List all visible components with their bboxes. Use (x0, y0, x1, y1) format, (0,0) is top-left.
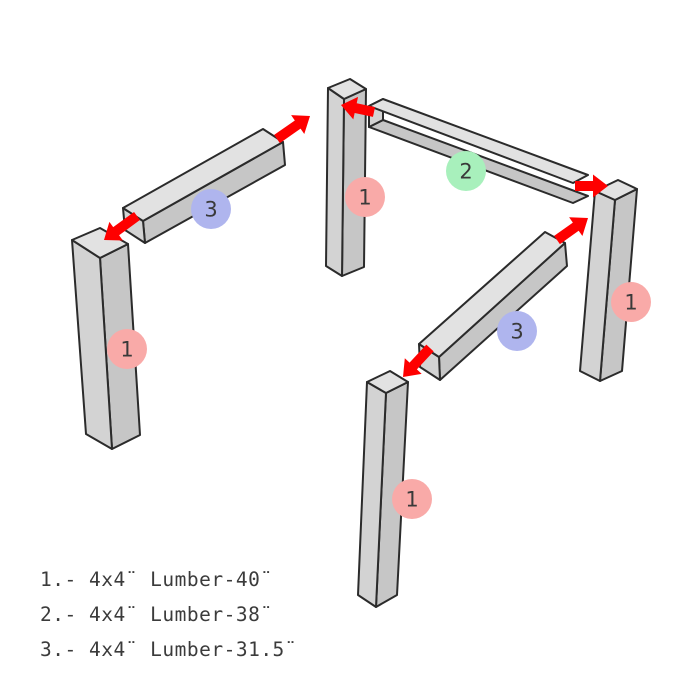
badge-circle (392, 479, 432, 519)
lumber-face-top (368, 98, 589, 184)
lumber-face-top (327, 78, 367, 100)
arrow-arrow-beam3b-right-to-post-right (554, 217, 588, 245)
arrow-head-icon (104, 211, 140, 241)
lumber-piece-post-bottom (357, 370, 409, 608)
badge-circle (497, 311, 537, 351)
badge-post-left: 1 (107, 329, 147, 369)
assembly-arrows-layer (104, 96, 608, 377)
legend-item-3: 3.- 4x4¨ Lumber-31.5¨ (40, 638, 297, 661)
arrow-arrow-beam3-left-to-post-left (104, 211, 140, 241)
lumber-face-front (325, 87, 345, 277)
part-number-badges-layer: 1 3 1 2 1 3 1 (107, 151, 651, 519)
lumber-piece-beam-top-right (368, 98, 589, 204)
arrow-arrow-beam3-right-to-post-center (274, 115, 310, 144)
arrow-head-icon (575, 174, 608, 198)
lumber-pieces-layer (71, 78, 638, 608)
badge-circle (611, 282, 651, 322)
arrow-arrow-beam2-left-to-post-center (341, 96, 376, 120)
badge-number-label: 3 (204, 198, 217, 222)
lumber-face-top (594, 179, 638, 201)
badge-post-center-top: 1 (345, 177, 385, 217)
badge-post-bottom: 1 (392, 479, 432, 519)
lumber-face-top (71, 227, 129, 259)
badge-number-label: 1 (624, 291, 637, 315)
arrow-head-icon (341, 96, 376, 120)
badge-number-label: 1 (120, 338, 133, 362)
legend-item-2: 2.- 4x4¨ Lumber-38¨ (40, 603, 273, 626)
badge-circle (107, 329, 147, 369)
arrow-head-icon (274, 115, 310, 144)
badge-number-label: 1 (405, 488, 418, 512)
badge-beam-upper-left: 3 (191, 189, 231, 229)
badge-post-right: 1 (611, 282, 651, 322)
badge-beam-lower-right: 3 (497, 311, 537, 351)
lumber-face-top (366, 370, 409, 394)
arrow-arrow-beam2-right-to-post-right (575, 174, 608, 198)
lumber-piece-beam-lower-right (418, 231, 568, 381)
arrow-arrow-beam3b-left-to-post-bottom (403, 344, 434, 377)
badge-circle (191, 189, 231, 229)
arrow-head-icon (403, 344, 434, 377)
badge-number-label: 1 (358, 186, 371, 210)
badge-circle (446, 151, 486, 191)
lumber-face-top (418, 231, 566, 358)
badge-number-label: 3 (510, 320, 523, 344)
badge-number-label: 2 (459, 160, 472, 184)
legend-item-1: 1.- 4x4¨ Lumber-40¨ (40, 568, 273, 591)
lumber-piece-post-right (579, 179, 638, 382)
badge-beam-top-right: 2 (446, 151, 486, 191)
legend-layer: 1.- 4x4¨ Lumber-40¨ 2.- 4x4¨ Lumber-38¨ 3.… (40, 568, 297, 661)
arrow-head-icon (554, 217, 588, 245)
badge-circle (345, 177, 385, 217)
